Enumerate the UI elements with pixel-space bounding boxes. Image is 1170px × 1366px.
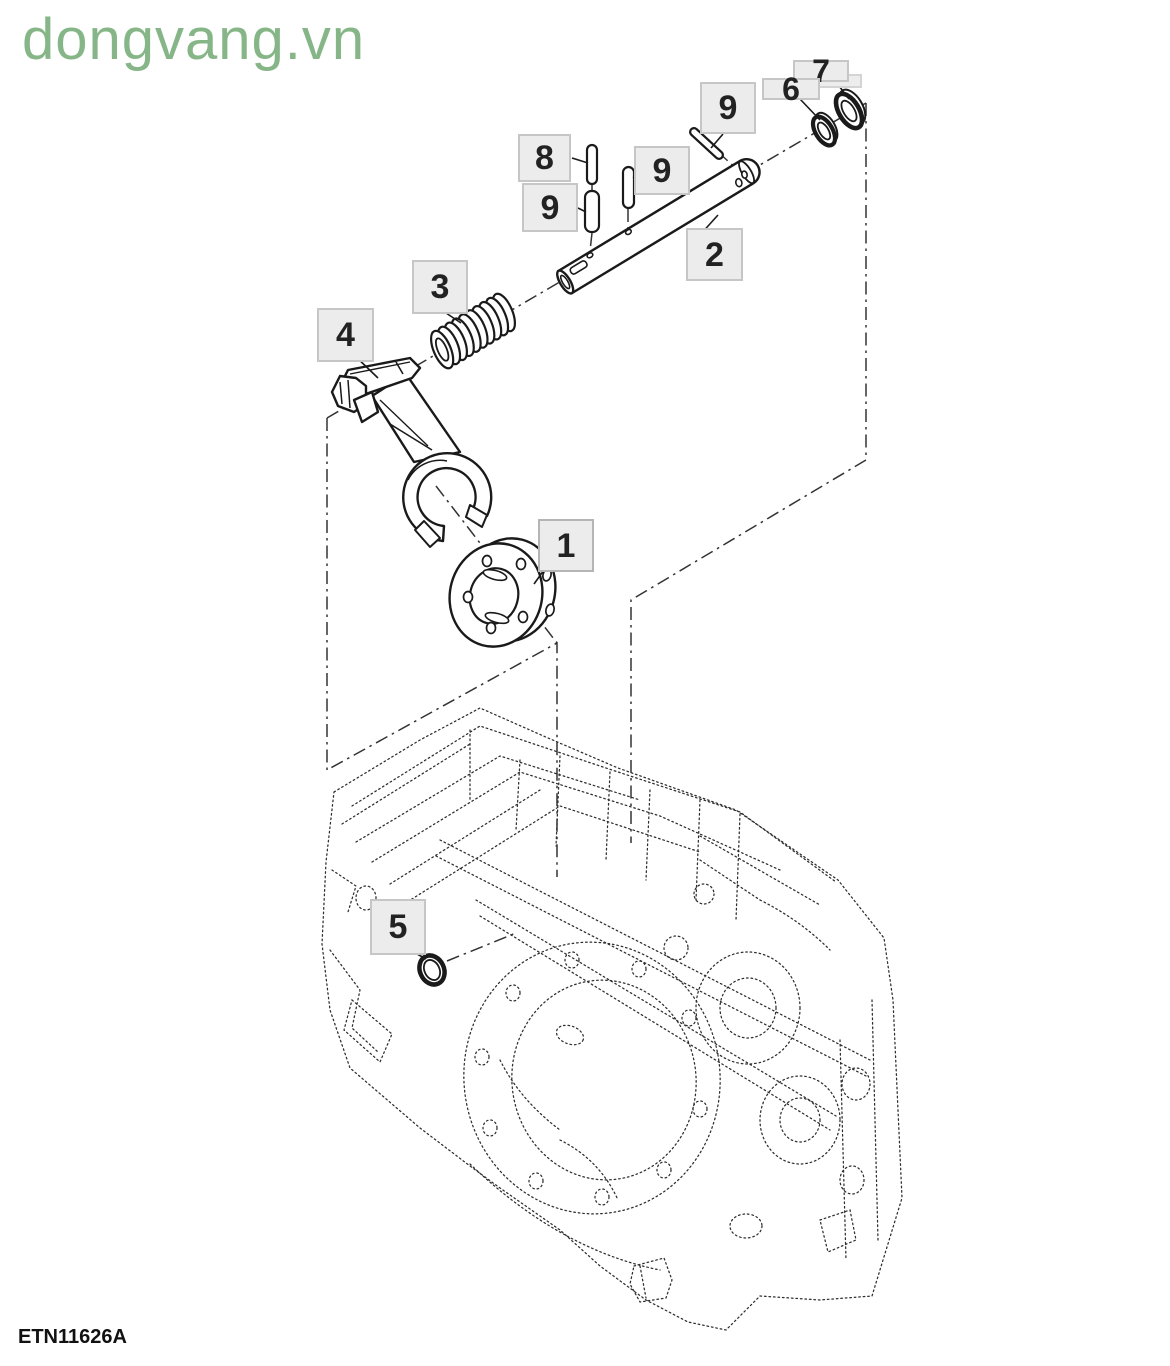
callout-3: 3 [412,260,468,314]
callout-3-label: 3 [430,268,450,306]
callout-9c: 9 [634,146,690,195]
leader-1 [533,569,545,585]
pin-9c [621,165,636,210]
coupler-flange [448,537,557,648]
callout-4: 4 [317,308,374,362]
spring [429,292,517,370]
callout-8: 8 [518,134,571,182]
shifter-shaft [556,158,761,295]
pin9b-hole-line [589,232,593,252]
shifter-fork [330,356,493,548]
leader-9b [577,207,587,213]
pin-8 [585,143,599,186]
pin-9a [689,127,724,160]
callout-6-label: 6 [782,71,800,107]
callout-8-label: 8 [535,139,554,177]
pin-9b [583,189,601,234]
callout-1: 1 [538,519,594,572]
callout-5: 5 [370,899,426,955]
figure-code: ETN11626A [18,1326,127,1348]
leader-6 [799,98,821,121]
right-boundary-line [630,103,867,843]
leader-lines [352,81,850,960]
callout-5-label: 5 [388,908,408,946]
transmission-housing [321,707,903,1331]
plug-axis [446,932,517,962]
callout-6: 6 [762,73,820,105]
callout-2-label: 2 [705,235,724,274]
callout-9c-label: 9 [652,151,672,190]
callout-7: 7 [793,55,849,87]
leader-3 [445,312,462,324]
callout-1-label: 1 [556,526,576,565]
callout-9a-label: 9 [718,89,738,127]
washer-6 [810,111,839,148]
callout-9b: 9 [522,183,578,232]
plug [417,953,447,987]
leader-9a [710,133,724,149]
watermark: dongvang.vn [22,7,366,72]
callout-9a: 9 [700,82,756,134]
leader-8 [571,157,589,164]
left-boundary-line [326,418,558,877]
callout-4-label: 4 [336,316,355,354]
callout-2: 2 [686,228,743,281]
callout-9b-label: 9 [540,188,560,227]
